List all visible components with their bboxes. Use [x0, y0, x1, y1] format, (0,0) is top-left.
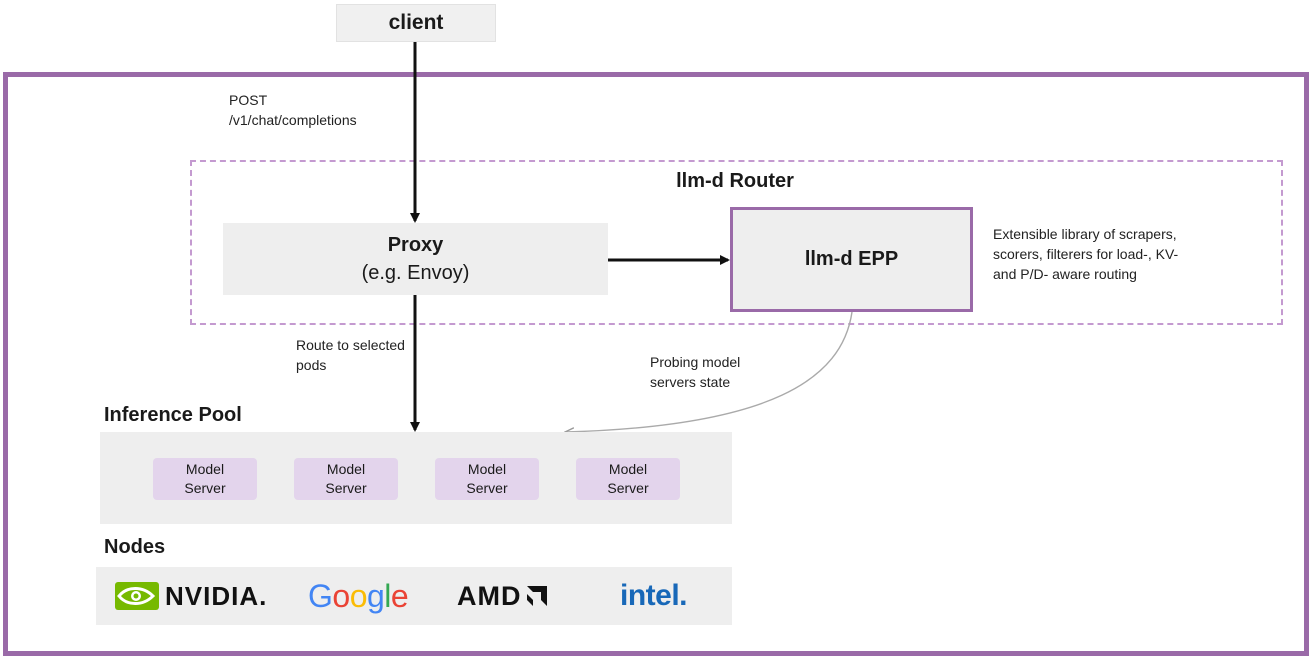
model-server-label: Model [326, 461, 366, 477]
probe-label-line: servers state [650, 374, 731, 390]
epp-description-line: scorers, filterers for load-, KV- [993, 246, 1179, 262]
epp-description-line: and P/D- aware routing [993, 266, 1137, 282]
route-label: Route to selected pods [296, 335, 405, 375]
model-server-label: Server [466, 480, 508, 496]
nodes-panel [96, 567, 732, 625]
request-label: POST /v1/chat/completions [229, 90, 357, 130]
amd-arrow-icon [526, 586, 547, 606]
google-logo-text: Google [308, 577, 409, 614]
request-method: POST [229, 92, 268, 108]
request-path: /v1/chat/completions [229, 112, 357, 128]
google-logo: Google [308, 567, 409, 625]
intel-logo: intel. [620, 567, 688, 625]
epp-box: llm-d EPP [730, 207, 973, 312]
model-server-label: Server [607, 480, 649, 496]
proxy-box: Proxy (e.g. Envoy) [223, 223, 608, 295]
client-label: client [388, 11, 444, 34]
model-server: Model Server [435, 458, 539, 500]
router-title: llm-d Router [676, 170, 794, 192]
intel-logo-text: intel. [620, 579, 688, 612]
nvidia-logo: NVIDIA. [115, 567, 267, 625]
amd-logo-text: AMD [457, 580, 522, 611]
model-server-label: Server [325, 480, 367, 496]
amd-logo: AMD [457, 567, 549, 625]
epp-description: Extensible library of scrapers, scorers,… [993, 224, 1253, 284]
proxy-title: Proxy [387, 234, 444, 256]
model-server: Model Server [294, 458, 398, 500]
model-server-label: Model [185, 461, 225, 477]
model-server: Model Server [576, 458, 680, 500]
model-server: Model Server [153, 458, 257, 500]
epp-description-line: Extensible library of scrapers, [993, 226, 1177, 242]
probe-label-line: Probing model [650, 354, 741, 370]
probe-label: Probing model servers state [650, 352, 740, 392]
route-label-line: Route to selected [296, 337, 405, 353]
epp-title: llm-d EPP [804, 248, 899, 270]
inference-pool-title: Inference Pool [104, 404, 242, 426]
system-boundary [3, 72, 1309, 656]
client-box: client [336, 4, 496, 42]
model-server-label: Server [184, 480, 226, 496]
route-label-line: pods [296, 357, 327, 373]
proxy-subtitle: (e.g. Envoy) [361, 262, 470, 284]
nodes-title: Nodes [104, 536, 166, 558]
model-server-label: Model [608, 461, 648, 477]
nvidia-logo-text: NVIDIA. [165, 580, 268, 611]
model-server-label: Model [467, 461, 507, 477]
nvidia-eye-icon [115, 582, 159, 610]
